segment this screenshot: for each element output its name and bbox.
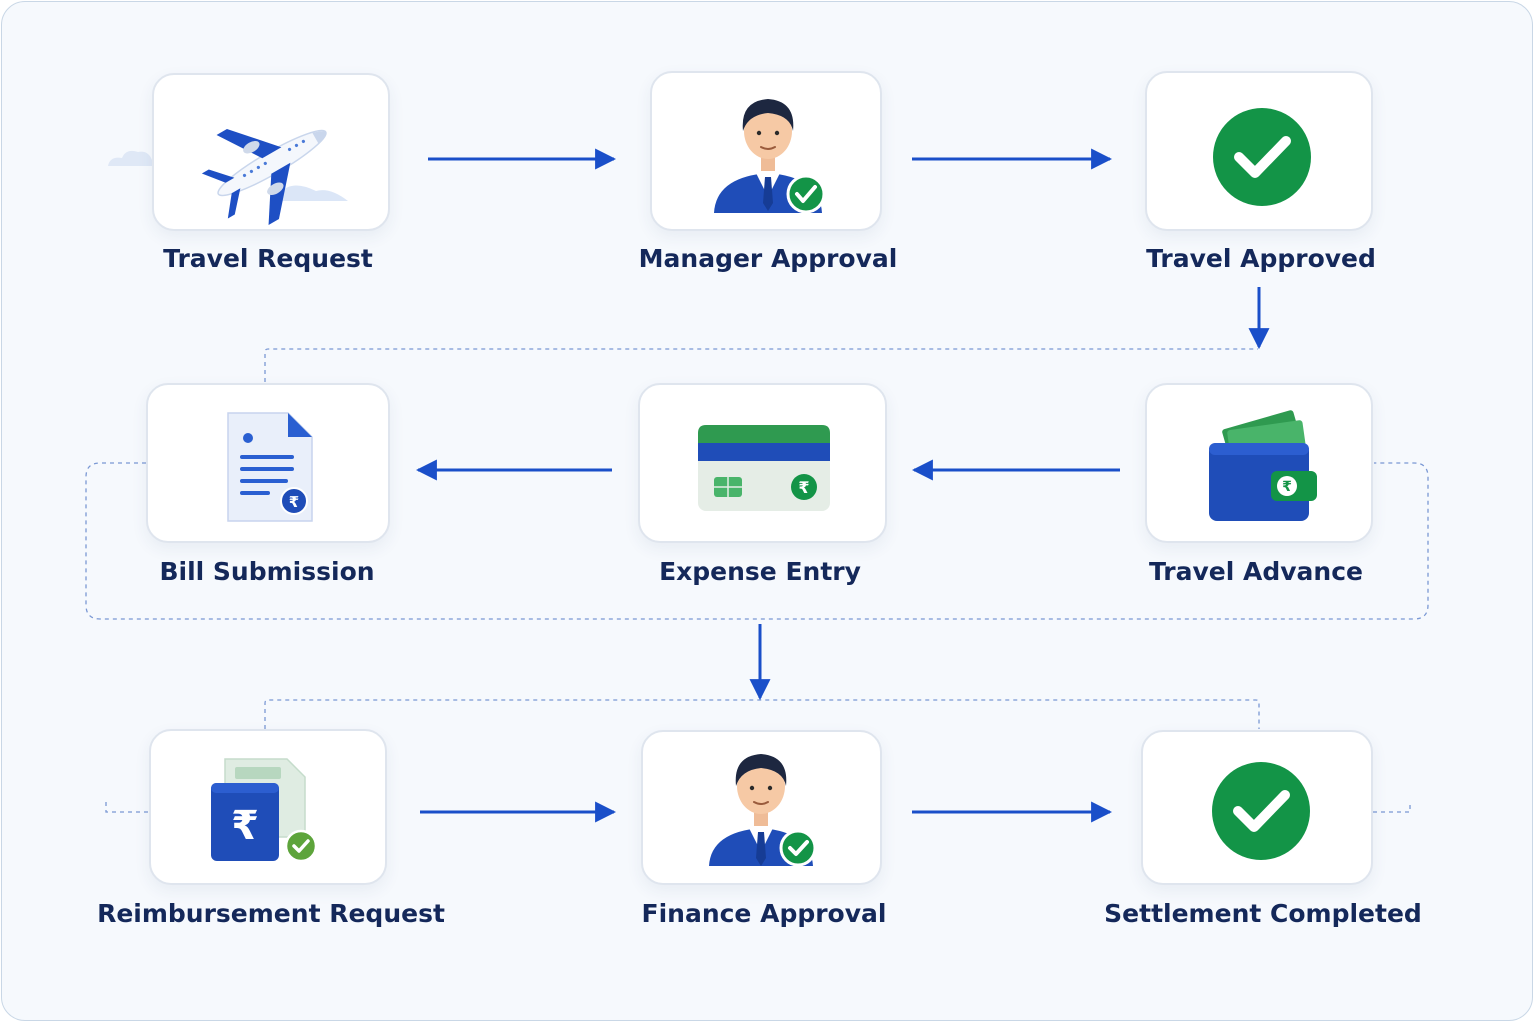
checkmark-circle-icon [1212, 762, 1310, 860]
svg-text:₹: ₹ [231, 803, 259, 849]
airplane-icon [201, 128, 348, 226]
step-label: Finance Approval [641, 899, 887, 928]
step-card-travel-advance: ₹ [1145, 383, 1373, 543]
manager-approved-icon [714, 99, 826, 214]
step-card-travel-request [152, 73, 390, 231]
step-label: Reimbursement Request [97, 899, 445, 928]
checkmark-circle-icon [1213, 108, 1311, 206]
step-card-bill-submission: ₹ [146, 383, 390, 543]
dashed-connector-row1-row2 [264, 348, 1258, 382]
svg-text:₹: ₹ [289, 493, 299, 511]
credit-card-rupee-icon: ₹ [698, 425, 830, 511]
step-label: Travel Advance [1148, 557, 1363, 586]
dashed-connector-row3 [264, 699, 1260, 729]
dashed-stub-right [1373, 802, 1411, 813]
svg-text:₹: ₹ [798, 478, 809, 497]
dashed-group-outline-row2 [85, 462, 1429, 620]
step-card-travel-approved [1145, 71, 1373, 231]
step-label: Settlement Completed [1104, 899, 1422, 928]
rupee-folder-approved-icon: ₹ [211, 758, 318, 863]
step-label: Bill Submission [159, 557, 375, 586]
finance-officer-approved-icon [709, 754, 817, 867]
step-card-reimbursement-request: ₹ [149, 729, 387, 885]
step-label: Travel Approved [1146, 244, 1376, 273]
svg-text:₹: ₹ [1282, 479, 1292, 495]
step-label: Expense Entry [659, 557, 861, 586]
step-label: Manager Approval [638, 244, 898, 273]
step-card-manager-approval [650, 71, 882, 231]
step-card-finance-approval [641, 730, 882, 885]
wallet-rupee-icon: ₹ [1209, 410, 1317, 521]
step-card-expense-entry: ₹ [638, 383, 887, 543]
step-label: Travel Request [163, 244, 373, 273]
bill-document-rupee-icon: ₹ [227, 412, 313, 522]
dashed-stub-left [105, 802, 148, 813]
step-card-settlement-completed [1141, 730, 1373, 885]
cloud-left-icon [108, 150, 160, 166]
